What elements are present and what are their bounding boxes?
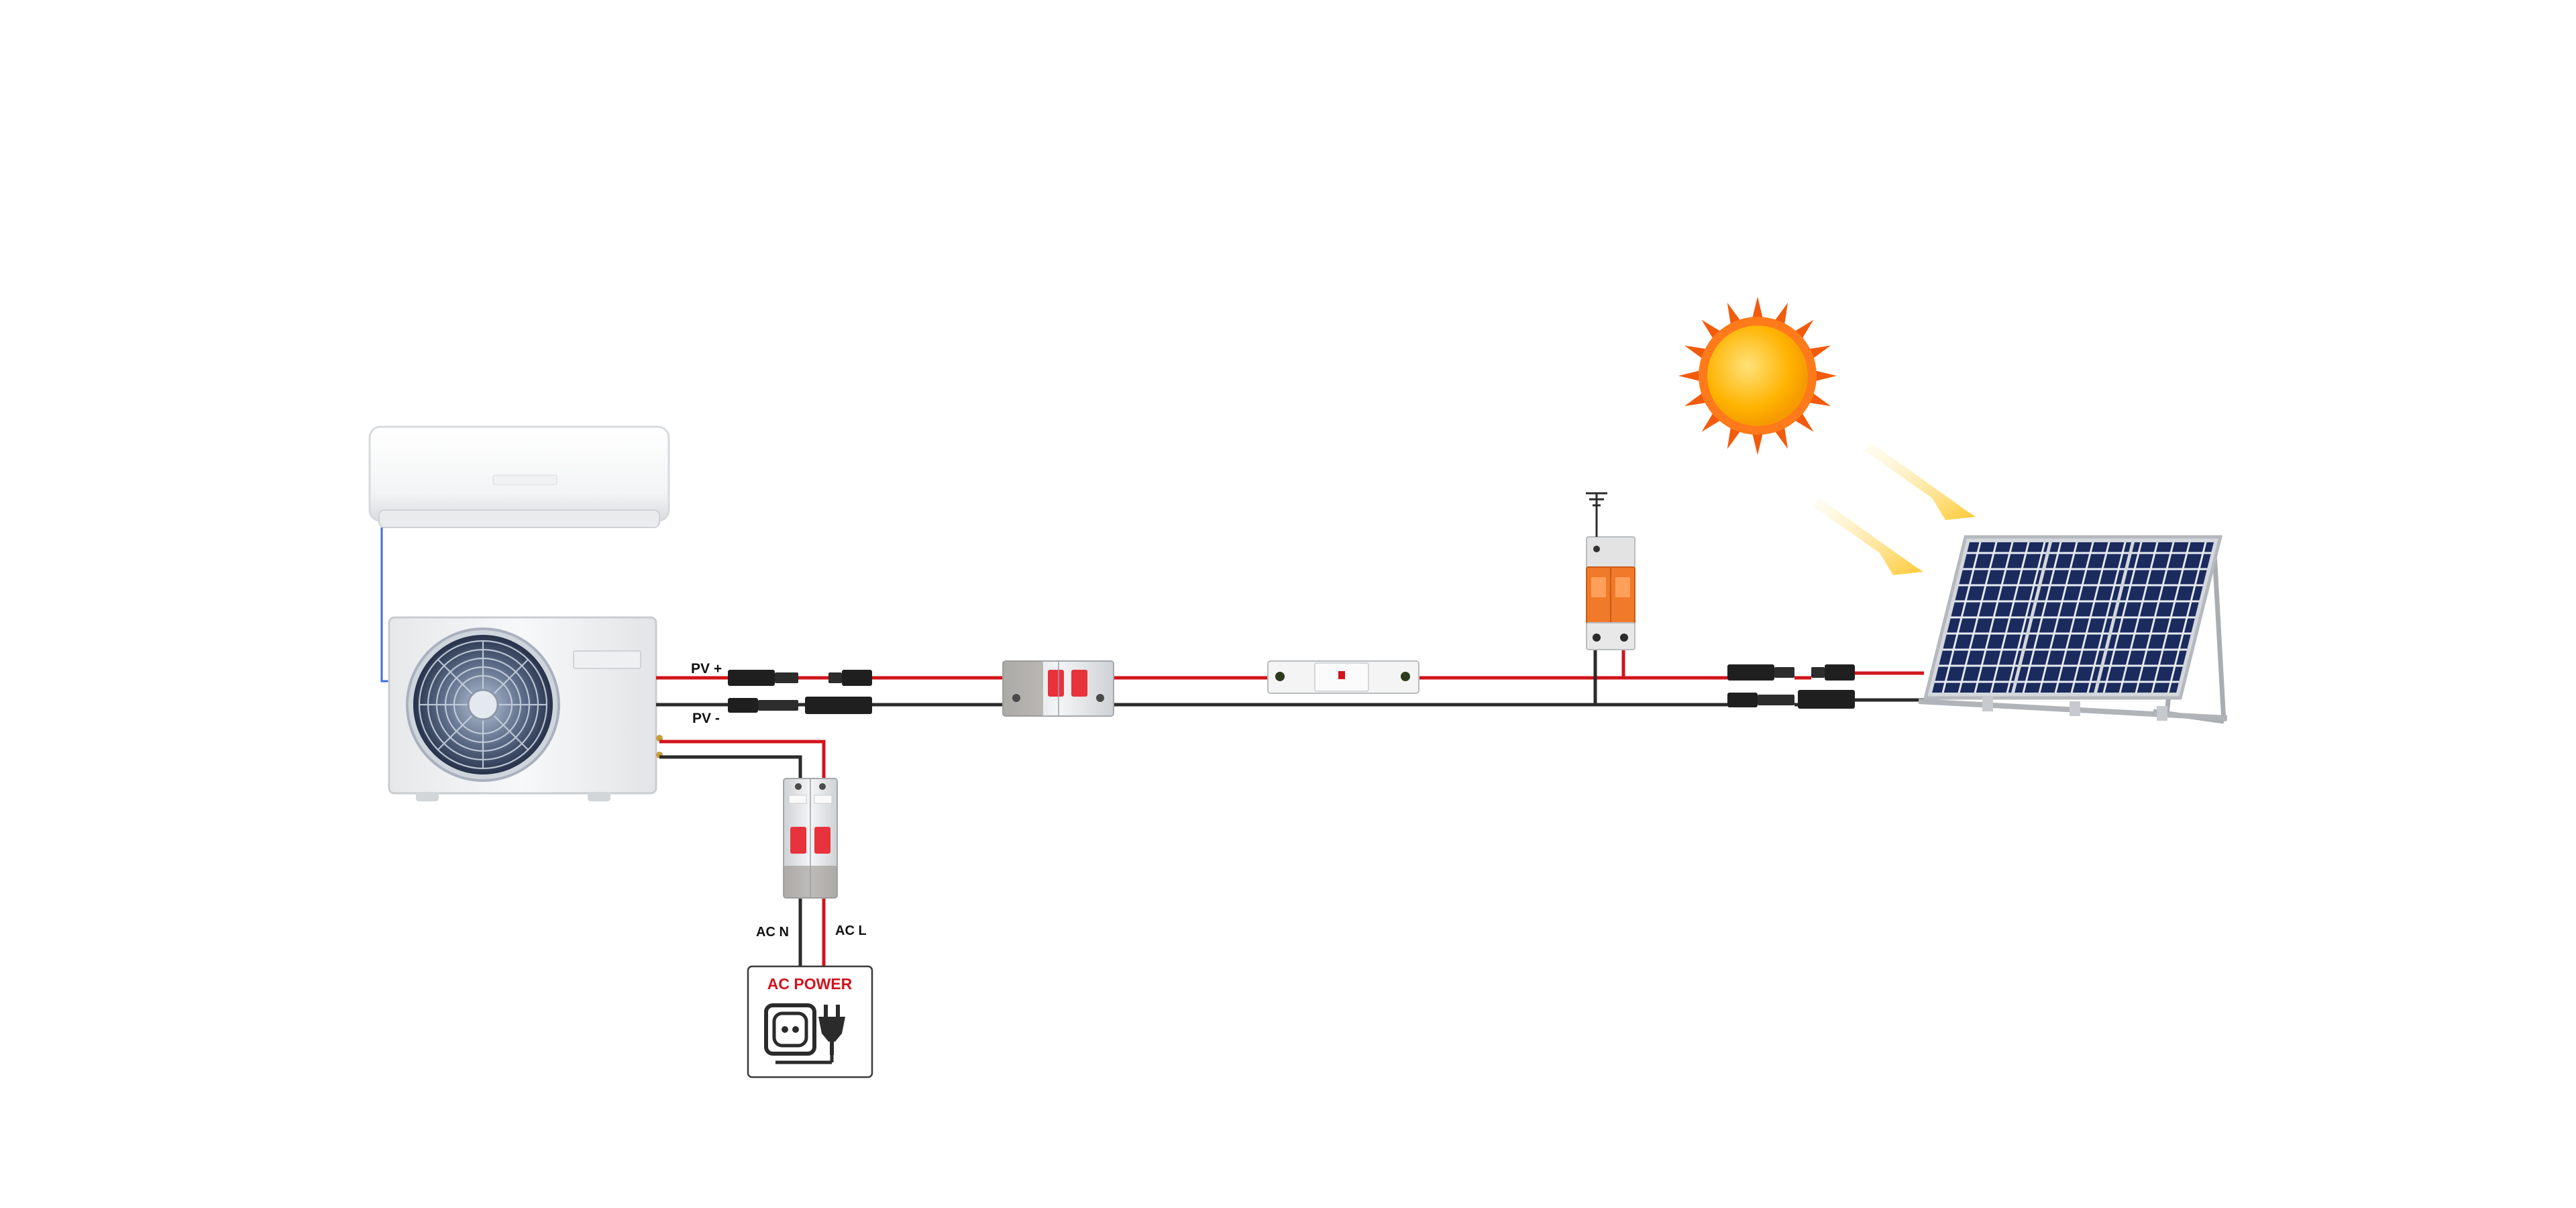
- refrigerant-line: [380, 527, 390, 683]
- ac-neutral-wire: [659, 755, 802, 966]
- ac-circuit-breaker: [783, 778, 838, 899]
- ac-power-label: AC POWER: [767, 975, 853, 993]
- outdoor-ac-unit-icon: [388, 616, 663, 801]
- dc-circuit-breaker: [1002, 660, 1114, 717]
- ac-power-source: [747, 965, 873, 1078]
- pv-positive-wire: [656, 648, 1924, 680]
- pv-positive-label: PV +: [691, 661, 722, 676]
- ac-live-wire: [659, 740, 826, 966]
- mc4-connector-positive-right: [1727, 664, 1855, 681]
- mc4-connector-positive-left: [728, 670, 872, 686]
- sunbeam-icon: [1813, 443, 1976, 575]
- ac-neutral-label: AC N: [756, 925, 789, 940]
- ac-live-label: AC L: [835, 923, 867, 938]
- sun-ray: [1812, 370, 1837, 382]
- dc-fuse-holder: [1267, 660, 1419, 694]
- power-socket-icon: [764, 1003, 832, 1064]
- sun-icon: [1678, 297, 1837, 455]
- pv-negative-wire: [656, 648, 1924, 707]
- power-plug-icon: [818, 1005, 845, 1062]
- ground-symbol-icon: [1586, 492, 1607, 537]
- pv-negative-label: PV -: [692, 711, 720, 726]
- mc4-connector-negative-left: [728, 697, 872, 714]
- sun-ray: [1752, 430, 1764, 455]
- solar-panel-icon: [1918, 535, 2228, 724]
- sun-ray: [1752, 297, 1764, 321]
- mc4-connector-negative-right: [1727, 690, 1855, 709]
- indoor-ac-unit-icon: [368, 425, 670, 528]
- surge-protection-device: [1586, 536, 1635, 650]
- sun-ray: [1678, 370, 1703, 382]
